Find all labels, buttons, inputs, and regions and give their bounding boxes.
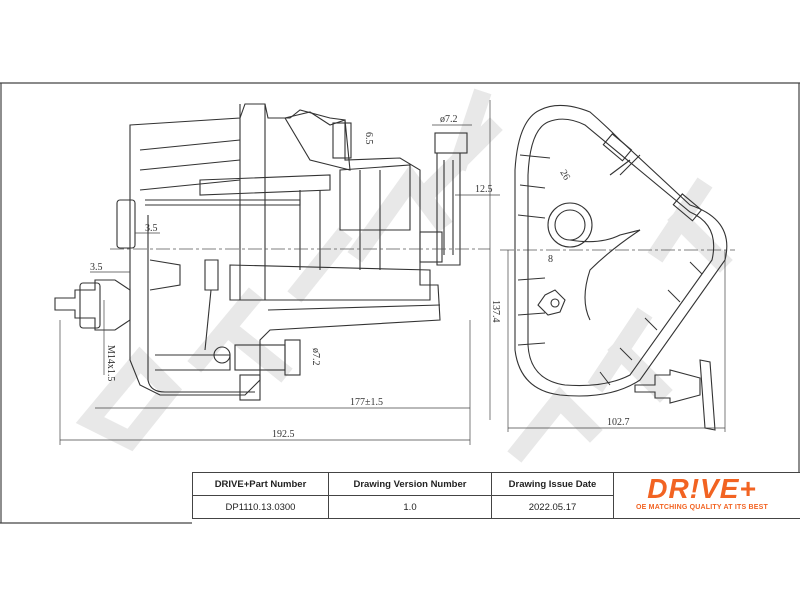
logo-brand: DR!VE+: [647, 473, 757, 504]
dim-diameter-7-2-lower: ø7.2: [310, 348, 321, 366]
dim-102-7: 102.7: [607, 417, 630, 428]
dim-3-5-upper: 3.5: [145, 223, 158, 234]
logo-tagline: OE MATCHING QUALITY AT ITS BEST: [636, 504, 768, 511]
value-part-number: DP1110.13.0300: [192, 495, 329, 519]
drawing-frame: [0, 82, 800, 524]
dim-8: 8: [548, 254, 553, 265]
dimension-lines: [59, 100, 726, 445]
header-part-number: DRIVE+Part Number: [192, 472, 329, 496]
dim-177: 177±1.5: [350, 397, 383, 408]
dim-3-5-lower: 3.5: [90, 262, 103, 273]
value-issue-date: 2022.05.17: [491, 495, 614, 519]
title-block-table: DRIVE+Part Number Drawing Version Number…: [192, 472, 800, 519]
drive-plus-logo: DR!VE+ OE MATCHING QUALITY AT ITS BEST: [614, 474, 790, 518]
logo-cell: [613, 472, 800, 519]
center-lines: [110, 248, 735, 251]
dimension-labels: ø7.2 6.5 12.5 3.5 3.5 M14x1.5 ø7.2 177±1…: [90, 114, 630, 440]
dim-6-5: 6.5: [363, 132, 374, 145]
dim-192-5: 192.5: [272, 429, 295, 440]
top-view-tank: [514, 104, 728, 431]
dim-12-5: 12.5: [475, 184, 493, 195]
dim-thread-m14: M14x1.5: [105, 345, 116, 381]
dim-diameter-7-2-top: ø7.2: [440, 114, 458, 125]
header-issue-date: Drawing Issue Date: [491, 472, 614, 496]
header-version-number: Drawing Version Number: [328, 472, 492, 496]
dim-26: 26: [557, 168, 572, 182]
value-version-number: 1.0: [328, 495, 492, 519]
side-view-housing: [54, 103, 468, 401]
watermark-drive-logo: [75, 88, 733, 463]
dim-137-4: 137.4: [490, 300, 501, 323]
